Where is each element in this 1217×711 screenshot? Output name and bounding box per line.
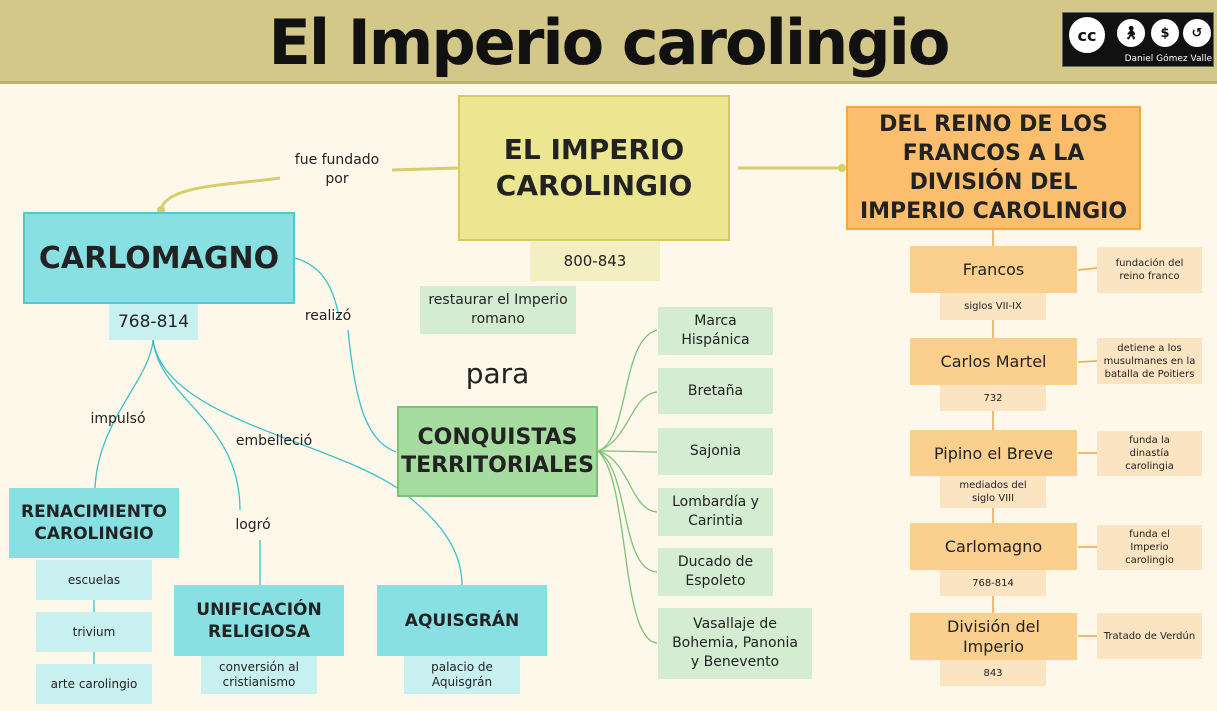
- conquest-item: Bretaña: [658, 368, 773, 414]
- founded-by-label: fue fundado por: [294, 152, 380, 187]
- charlemagne-box: CARLOMAGNO: [23, 212, 295, 304]
- cc-license-badge: cc 🚶︎ $ ↺: [1062, 12, 1214, 67]
- goal-box: restaurar el Imperio romano: [420, 286, 576, 334]
- aachen-box: AQUISGRÁN: [377, 585, 547, 656]
- conquest-item: Vasallaje de Bohemia, Panonia y Benevent…: [658, 608, 812, 679]
- timeline-date: 768-814: [940, 570, 1046, 596]
- realizo-label: realizó: [304, 308, 352, 324]
- timeline-item: Francos: [910, 246, 1077, 293]
- impulso-label: impulsó: [90, 411, 146, 427]
- by-icon: 🚶︎: [1115, 17, 1147, 49]
- charlemagne-dates: 768-814: [109, 304, 198, 340]
- unification-box: UNIFICACIÓN RELIGIOSA: [174, 585, 344, 656]
- timeline-date: siglos VII-IX: [940, 293, 1046, 320]
- conquest-item: Marca Hispánica: [658, 307, 773, 355]
- renaissance-box: RENACIMIENTO CAROLINGIO: [9, 488, 179, 558]
- page-title: El Imperio carolingio: [268, 5, 951, 79]
- timeline-item: División del Imperio: [910, 613, 1077, 660]
- conquest-item: Lombardía y Carintia: [658, 488, 773, 536]
- title-bar: [0, 0, 1217, 84]
- sa-icon: ↺: [1181, 17, 1213, 49]
- logro-label: logró: [235, 517, 271, 533]
- license-author: Daniel Gómez Valle: [1124, 54, 1212, 64]
- timeline-item: Carlomagno: [910, 523, 1077, 570]
- timeline-note: Tratado de Verdún: [1097, 613, 1202, 659]
- timeline-date: 732: [940, 385, 1046, 411]
- timeline-item: Carlos Martel: [910, 338, 1077, 385]
- nc-icon: $: [1149, 17, 1181, 49]
- timeline-date: 843: [940, 660, 1046, 686]
- empire-title-box: EL IMPERIO CAROLINGIO: [458, 95, 730, 241]
- cc-icon: cc: [1067, 15, 1107, 55]
- renaissance-item: trivium: [36, 612, 152, 652]
- embellecio-label: embelleció: [235, 433, 313, 449]
- para-label: para: [465, 356, 530, 390]
- conquest-item: Ducado de Espoleto: [658, 548, 773, 596]
- timeline-note: funda el Imperio carolingio: [1097, 525, 1202, 570]
- unification-detail: conversión al cristianismo: [201, 656, 317, 694]
- aachen-detail: palacio de Aquisgrán: [404, 656, 520, 694]
- timeline-title-box: DEL REINO DE LOS FRANCOS A LA DIVISIÓN D…: [846, 106, 1141, 230]
- timeline-date: mediados del siglo VIII: [940, 476, 1046, 508]
- renaissance-item: arte carolingio: [36, 664, 152, 704]
- timeline-item: Pipino el Breve: [910, 430, 1077, 476]
- conquests-box: CONQUISTAS TERRITORIALES: [397, 406, 598, 497]
- renaissance-item: escuelas: [36, 560, 152, 600]
- empire-dates: 800-843: [530, 241, 660, 281]
- timeline-note: fundación del reino franco: [1097, 247, 1202, 293]
- conquest-item: Sajonia: [658, 428, 773, 475]
- timeline-note: funda la dinastía carolingia: [1097, 431, 1202, 476]
- timeline-note: detiene a los musulmanes en la batalla d…: [1097, 338, 1202, 384]
